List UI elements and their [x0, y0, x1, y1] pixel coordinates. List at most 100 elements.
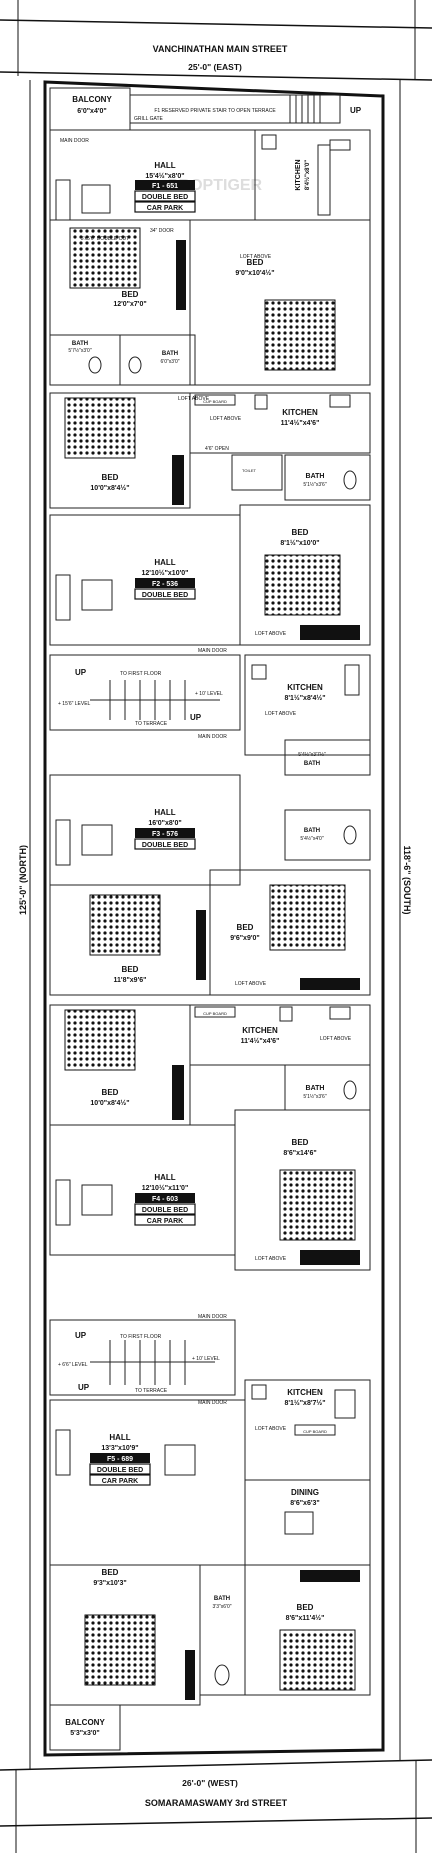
svg-text:HALL: HALL: [154, 161, 175, 170]
svg-text:UP: UP: [75, 1331, 87, 1340]
svg-text:HALL: HALL: [154, 558, 175, 567]
svg-text:13'3"x10'9": 13'3"x10'9": [101, 1445, 138, 1452]
flat-type: DOUBLE BED: [142, 592, 188, 599]
svg-text:BALCONY: BALCONY: [65, 1718, 105, 1727]
sofa: [55, 179, 71, 221]
svg-text:MAIN DOOR: MAIN DOOR: [198, 734, 227, 740]
stove: [344, 664, 360, 696]
svg-text:BATH: BATH: [214, 1596, 230, 1602]
armchair: [164, 1444, 196, 1476]
wardrobe: [196, 910, 206, 980]
top-street-band: VANCHINATHAN MAIN STREET 25'-0" (EAST): [0, 0, 432, 81]
right-side-dim: 118'-6" (SOUTH): [402, 846, 412, 915]
svg-text:9'6"x9'0": 9'6"x9'0": [230, 935, 259, 942]
flat-type: DOUBLE BED: [142, 1207, 188, 1214]
flat-park: CAR PARK: [102, 1478, 138, 1485]
svg-text:BED: BED: [247, 258, 264, 267]
svg-text:12'0"x7'0": 12'0"x7'0": [113, 301, 146, 308]
double-cot: [264, 554, 341, 616]
svg-text:10'0"x8'4½": 10'0"x8'4½": [90, 1099, 129, 1107]
flat-tag-box: [135, 578, 195, 588]
double-cot: [264, 299, 336, 371]
svg-text:BATH: BATH: [304, 761, 320, 767]
svg-text:BATH: BATH: [306, 1085, 325, 1092]
svg-text:TO TERRACE: TO TERRACE: [135, 721, 168, 727]
svg-text:KITCHEN: KITCHEN: [295, 159, 302, 190]
flat-tag: F1 - 651: [152, 183, 178, 190]
stove: [329, 394, 351, 408]
double-cot: [69, 227, 141, 289]
sink: [261, 134, 277, 150]
flat-tag-box: [90, 1453, 150, 1463]
svg-text:34" DOOR: 34" DOOR: [150, 228, 174, 234]
wardrobe: [300, 1570, 360, 1582]
svg-text:16'0"x8'0": 16'0"x8'0": [148, 820, 181, 827]
svg-text:BED: BED: [292, 1138, 309, 1147]
wardrobe: [176, 240, 186, 310]
svg-text:8'1½"x10'0": 8'1½"x10'0": [280, 539, 319, 547]
svg-text:11'4½"x4'6": 11'4½"x4'6": [281, 419, 320, 427]
svg-text:BATH: BATH: [306, 473, 325, 480]
svg-text:BATH: BATH: [304, 828, 320, 834]
stove: [334, 1389, 356, 1419]
wardrobe: [300, 978, 360, 990]
bottom-street-band: 26'-0" (WEST) SOMARAMASWAMY 3rd STREET: [0, 1759, 432, 1853]
flat-type: DOUBLE BED: [97, 1467, 143, 1474]
toilet: [128, 356, 142, 374]
svg-text:8'1½"x8'4½": 8'1½"x8'4½": [284, 694, 325, 702]
svg-text:5'4½"x3'7½": 5'4½"x3'7½": [298, 751, 326, 758]
left-side-dim: 125'-0" (NORTH): [18, 845, 28, 915]
toilet: [343, 825, 357, 845]
double-cot: [89, 894, 161, 956]
svg-text:BALCONY: BALCONY: [72, 95, 112, 104]
svg-text:TO TERRACE: TO TERRACE: [135, 1388, 168, 1394]
svg-text:KITCHEN: KITCHEN: [287, 1388, 323, 1397]
svg-text:HALL: HALL: [154, 1173, 175, 1182]
flat-f2: BED 10'0"x8'4½" LOFT ABOVE KITCHEN 11'4½…: [49, 392, 371, 646]
svg-text:8'6"x11'4½": 8'6"x11'4½": [286, 1614, 325, 1622]
svg-text:GRILL GATE: GRILL GATE: [134, 116, 164, 122]
flat-tag: F5 - 689: [107, 1456, 133, 1463]
svg-text:BED: BED: [102, 473, 119, 482]
svg-text:MAIN DOOR: MAIN DOOR: [198, 1400, 227, 1406]
svg-text:+ 6'6" LEVEL: + 6'6" LEVEL: [58, 1362, 88, 1368]
flat-tag: F4 - 603: [152, 1196, 178, 1203]
svg-text:5'4½"x4'0": 5'4½"x4'0": [300, 835, 323, 842]
double-cot: [269, 884, 346, 951]
svg-text:KITCHEN: KITCHEN: [242, 1026, 278, 1035]
top-street-dim: 25'-0" (EAST): [188, 62, 242, 72]
svg-text:LOFT ABOVE: LOFT ABOVE: [255, 631, 287, 637]
double-cot: [84, 1614, 156, 1686]
svg-text:BED: BED: [292, 528, 309, 537]
sink: [251, 664, 267, 680]
svg-text:11'4½"x4'6": 11'4½"x4'6": [241, 1037, 280, 1045]
wardrobe: [172, 455, 184, 505]
svg-text:BATH: BATH: [162, 351, 178, 357]
svg-text:BED: BED: [102, 1088, 119, 1097]
double-cot: [279, 1169, 356, 1241]
flat-tag: F3 - 576: [152, 831, 178, 838]
bottom-street-name: SOMARAMASWAMY 3rd STREET: [145, 1798, 288, 1808]
svg-text:UP: UP: [75, 668, 87, 677]
svg-text:LOFT ABOVE: LOFT ABOVE: [255, 1426, 287, 1432]
stair-up-label: UP: [350, 106, 362, 115]
armchair: [81, 184, 111, 214]
sink: [251, 1384, 267, 1400]
svg-text:BATH: BATH: [72, 341, 88, 347]
svg-text:LOFT ABOVE: LOFT ABOVE: [265, 711, 297, 717]
sofa: [55, 1429, 71, 1476]
svg-text:8'4½"x8'0": 8'4½"x8'0": [304, 160, 311, 190]
toilet: [88, 356, 102, 374]
plot-boundary: [43, 80, 385, 1757]
svg-text:5'1½"x3'6": 5'1½"x3'6": [303, 481, 326, 488]
svg-text:5'x5'6" DOUBLE COT: 5'x5'6" DOUBLE COT: [81, 236, 129, 242]
svg-text:MAIN DOOR: MAIN DOOR: [198, 1314, 227, 1320]
wardrobe: [185, 1650, 195, 1700]
top-street-name: VANCHINATHAN MAIN STREET: [153, 44, 288, 54]
svg-text:UP: UP: [78, 1383, 90, 1392]
flat-tag-box: [135, 180, 195, 190]
svg-text:5'3"x3'0": 5'3"x3'0": [70, 1730, 99, 1737]
svg-text:+ 10' LEVEL: + 10' LEVEL: [195, 691, 223, 697]
svg-text:TO FIRST FLOOR: TO FIRST FLOOR: [120, 1334, 162, 1340]
